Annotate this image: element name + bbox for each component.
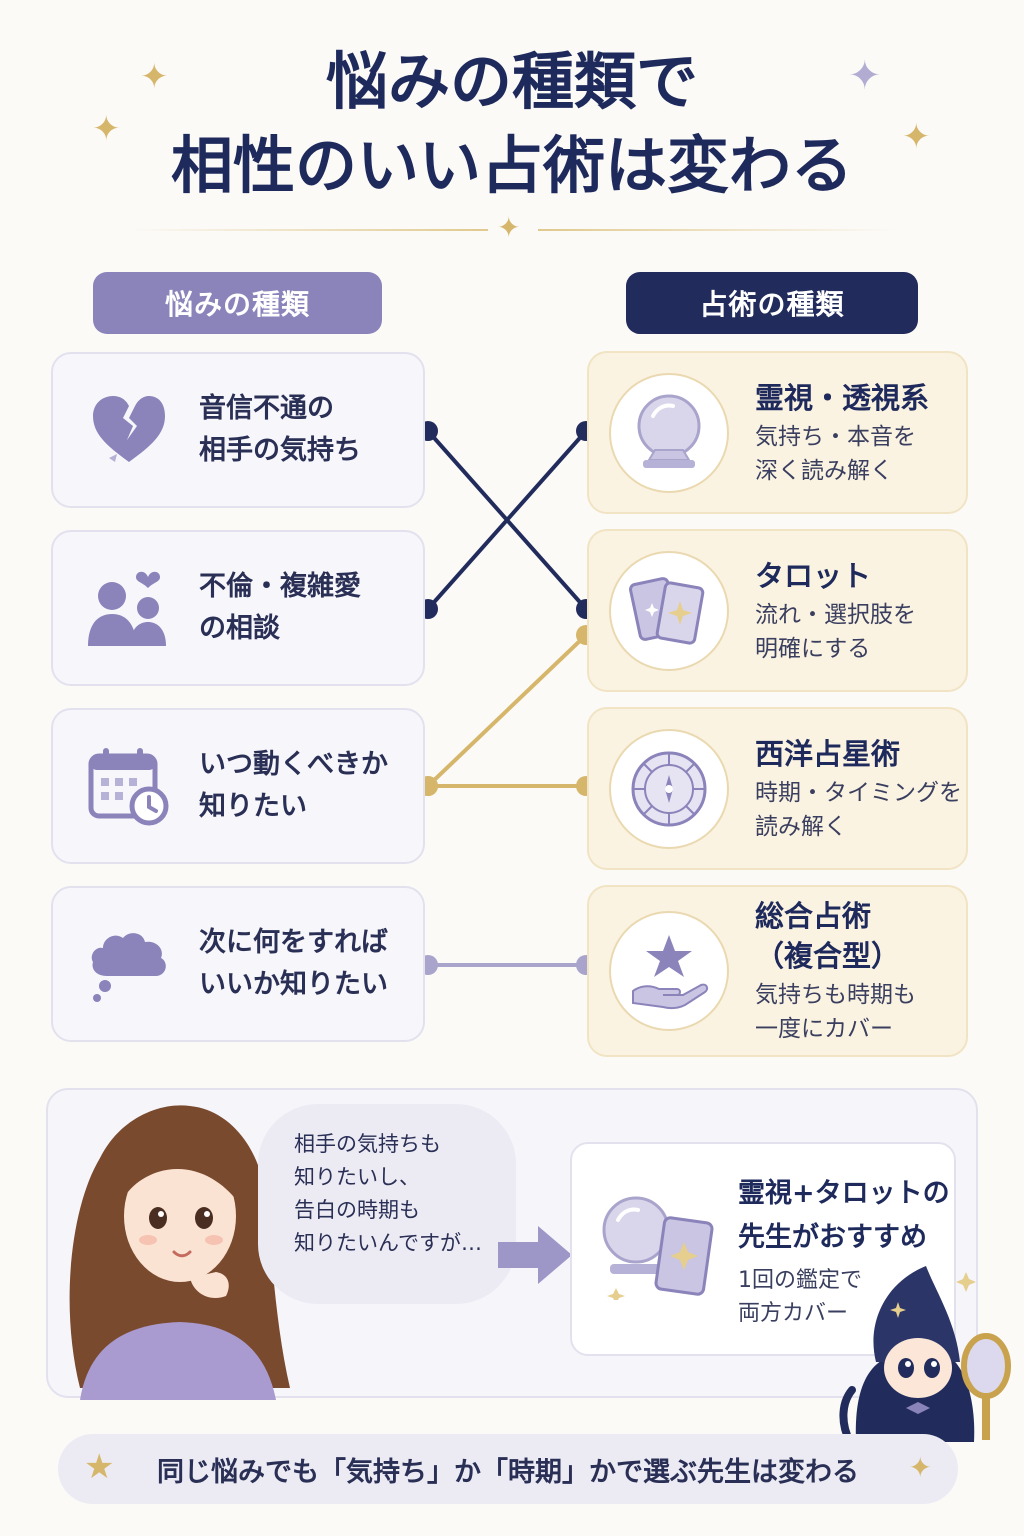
recommendation-title-line: 霊視+タロットの (738, 1178, 950, 1209)
sparkle-icon: ✦ (140, 57, 169, 97)
page-title: 悩みの種類で 相性のいい占術は変わる (0, 40, 1024, 208)
method-name: 霊視・透視系 (755, 378, 929, 418)
method-desc: 流れ・選択肢を 明確にする (755, 598, 916, 666)
worry-line: いいか知りたい (199, 969, 388, 1000)
arrow-right-icon (498, 1226, 572, 1284)
method-desc: 気持ちも時期も 一度にカバー (755, 978, 916, 1046)
girl-illustration (69, 1105, 290, 1400)
method-desc-line: 気持ちも時期も (755, 982, 916, 1008)
tarot-cards-icon (629, 576, 705, 645)
bubble-line: 告白の時期も (294, 1198, 420, 1222)
methods-header: 占術の種類 (626, 272, 918, 334)
worry-line: 相手の気持ち (199, 435, 361, 466)
method-text: タロット 流れ・選択肢を 明確にする (755, 556, 916, 666)
recommendation-title: 霊視+タロットの 先生がおすすめ (738, 1172, 950, 1260)
method-desc: 気持ち・本音を 深く読み解く (755, 420, 929, 488)
worry-card-silence: 音信不通の 相手の気持ち (51, 352, 425, 508)
title-divider-left (128, 229, 488, 231)
method-icon-circle (609, 372, 729, 493)
bubble-text: 相手の気持ちも 知りたいし、 告白の時期も 知りたいんですが… (294, 1128, 482, 1260)
method-name-line: 霊視・透視系 (755, 380, 930, 415)
zodiac-wheel-icon (631, 751, 707, 826)
thought-cloud-icon (81, 916, 177, 1012)
method-card-combined: 総合占術 （複合型） 気持ちも時期も 一度にカバー (587, 885, 968, 1057)
crystal-ball-icon (637, 394, 701, 468)
worry-text: 不倫・複雑愛 の相談 (199, 566, 361, 650)
worry-line: 不倫・複雑愛 (199, 571, 361, 602)
worry-text: いつ動くべきか 知りたい (199, 744, 388, 828)
broken-heart-icon (81, 382, 177, 478)
method-desc-line: 気持ち・本音を (755, 423, 916, 450)
couple-icon (81, 560, 177, 656)
bubble-line: 知りたいし、 (294, 1165, 420, 1189)
title-line-1: 悩みの種類で (325, 45, 698, 118)
method-name-line: 西洋占星術 (755, 736, 901, 771)
worry-line: 次に何をすれば (199, 927, 388, 958)
recommendation-desc-line: 1回の鑑定で (738, 1268, 862, 1293)
method-icon-circle (609, 550, 729, 671)
divider-star-icon: ✦ (497, 211, 521, 244)
bubble-line: 相手の気持ちも (294, 1132, 441, 1156)
method-name: タロット (755, 556, 916, 596)
connector-line (426, 633, 588, 788)
title-divider-right (538, 229, 898, 231)
method-icon-circle (609, 728, 729, 849)
thought-bubble (258, 1104, 516, 1304)
method-name-line: （複合型） (755, 939, 901, 973)
method-text: 霊視・透視系 気持ち・本音を 深く読み解く (755, 378, 929, 488)
footer-sparkle-icon: ✦ (908, 1451, 932, 1484)
method-text: 総合占術 （複合型） 気持ちも時期も 一度にカバー (755, 896, 916, 1046)
method-desc-line: 流れ・選択肢を (755, 601, 916, 628)
recommendation-desc-line: 両方カバー (738, 1301, 849, 1326)
sparkle-icon: ✦ (92, 109, 121, 149)
method-desc-line: 読み解く (755, 813, 847, 840)
connector-line (426, 429, 588, 611)
bubble-line: 知りたいんですが… (294, 1231, 482, 1255)
worry-text: 音信不通の 相手の気持ち (199, 388, 361, 472)
worry-card-timing: いつ動くべきか 知りたい (51, 708, 425, 864)
method-desc-line: 時期・タイミングを (755, 779, 962, 806)
method-desc-line: 一度にカバー (755, 1016, 893, 1042)
sparkle-icon: ✦ (902, 117, 931, 157)
method-name-line: タロット (755, 558, 872, 593)
method-name: 西洋占星術 (755, 734, 962, 774)
method-name-line: 総合占術 (755, 899, 872, 933)
method-card-astrology: 西洋占星術 時期・タイミングを 読み解く (587, 707, 968, 870)
method-name: 総合占術 （複合型） (755, 896, 916, 976)
worries-header: 悩みの種類 (93, 272, 382, 334)
method-desc-line: 深く読み解く (755, 457, 893, 484)
footer-banner: ★ 同じ悩みでも「気持ち」か「時期」かで選ぶ先生は変わる ✦ (58, 1434, 958, 1504)
worry-card-next-step: 次に何をすれば いいか知りたい (51, 886, 425, 1042)
worry-line: 知りたい (199, 791, 307, 822)
method-card-clairvoyance: 霊視・透視系 気持ち・本音を 深く読み解く (587, 351, 968, 514)
worry-card-affair: 不倫・複雑愛 の相談 (51, 530, 425, 686)
method-icon-circle (609, 911, 729, 1031)
worry-line: いつ動くべきか (199, 749, 388, 780)
method-desc-line: 明確にする (755, 635, 871, 662)
method-text: 西洋占星術 時期・タイミングを 読み解く (755, 734, 962, 844)
sparkle-icon: ✦ (848, 53, 882, 99)
crystal-ball-tarot-icon (602, 1196, 714, 1300)
star-hand-icon (632, 935, 709, 1010)
method-card-tarot: タロット 流れ・選択肢を 明確にする (587, 529, 968, 692)
title-line-2: 相性のいい占術は変わる (170, 129, 853, 202)
recommendation-desc: 1回の鑑定で 両方カバー (738, 1264, 862, 1330)
worry-text: 次に何をすれば いいか知りたい (199, 922, 388, 1006)
calendar-clock-icon (81, 738, 177, 834)
method-desc: 時期・タイミングを 読み解く (755, 776, 962, 844)
recommendation-title-line: 先生がおすすめ (738, 1222, 927, 1253)
fortune-teller-mascot (839, 1266, 1011, 1446)
footer-text: 同じ悩みでも「気持ち」か「時期」かで選ぶ先生は変わる (157, 1456, 859, 1488)
worry-line: の相談 (199, 613, 280, 644)
worry-line: 音信不通の (199, 393, 334, 424)
footer-star-icon: ★ (84, 1447, 115, 1487)
